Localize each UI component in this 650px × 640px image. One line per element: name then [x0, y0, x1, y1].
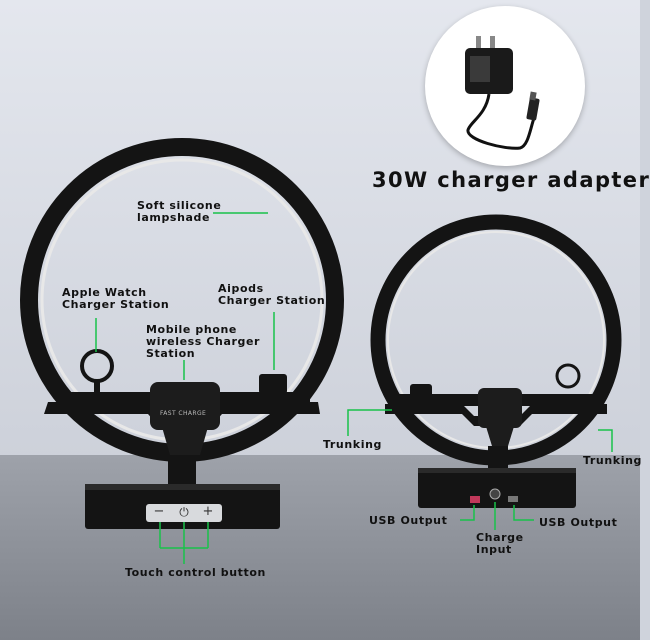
lampshade-label-line1: Soft silicone — [137, 199, 222, 212]
fast-charge-text: FAST CHARGE — [160, 410, 207, 417]
watch-label-line2: Charger Station — [62, 298, 170, 311]
airpods-label-line1: Aipods — [218, 282, 264, 295]
touch-control-label: Touch control button — [125, 566, 266, 579]
watch-label: Apple Watch Charger Station — [62, 287, 169, 311]
power-icon[interactable]: ⏻ — [179, 505, 189, 519]
usb-output-right-label: USB Output — [539, 516, 618, 529]
callout-lines — [95, 212, 613, 564]
phone-label-line3: Station — [146, 347, 196, 360]
page-title: 30W charger adapter — [372, 168, 650, 192]
lampshade-label-line2: lampshade — [137, 211, 211, 224]
adapter-plug-icon — [465, 36, 540, 150]
plus-icon[interactable]: + — [202, 504, 214, 519]
charge-input-label: Charge Input — [476, 532, 524, 556]
charge-input-line1: Charge — [476, 531, 524, 544]
airpods-label-line2: Charger Station — [218, 294, 326, 307]
phone-label-line2: wireless Charger — [146, 335, 261, 348]
lampshade-label: Soft silicone lampshade — [137, 200, 221, 224]
trunking-right-label: Trunking — [583, 454, 642, 467]
trunking-left-label: Trunking — [323, 438, 382, 451]
airpods-label: Aipods Charger Station — [218, 283, 325, 307]
charge-input-line2: Input — [476, 543, 512, 556]
left-lamp — [20, 138, 344, 529]
usb-output-left-label: USB Output — [369, 514, 448, 527]
right-lamp — [370, 214, 622, 508]
minus-icon[interactable]: − — [153, 504, 165, 519]
watch-label-line1: Apple Watch — [62, 286, 147, 299]
phone-label: Mobile phone wireless Charger Station — [146, 324, 260, 360]
phone-label-line1: Mobile phone — [146, 323, 237, 336]
